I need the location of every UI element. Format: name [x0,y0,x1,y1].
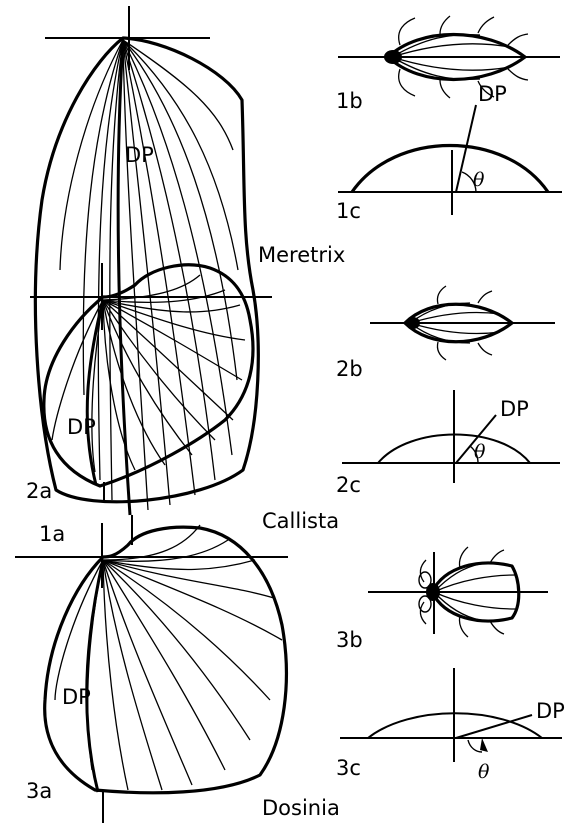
theta-label-1c: θ [473,169,485,191]
panel-label-3c: 3c [336,756,361,780]
callista-group: DP 2a 2b [26,263,560,533]
angle-marker-3c [480,738,488,752]
theta-label-3c: θ [478,761,490,783]
panel-label-2a: 2a [26,479,52,503]
ribs-2a [52,275,245,472]
dp-label-3a: DP [62,685,91,709]
panel-label-1b: 1b [336,89,363,113]
shell-3c: DP θ 3c [336,668,565,783]
shell-outline-2a [44,265,253,486]
lunule-3b-lower [419,596,431,612]
panel-label-1c: 1c [336,199,361,223]
shell-outline-3a [45,527,287,793]
panel-label-3b: 3b [336,628,363,652]
shell-2a: DP 2a [26,263,272,503]
shell-1c: DP θ 1c [336,82,562,223]
meretrix-group: DP 1a 1b [35,6,562,546]
ribs-2b [410,286,512,360]
species-name-meretrix: Meretrix [258,243,345,267]
umbo-2b [406,317,420,329]
dp-label-2c: DP [500,397,529,421]
dosinia-group: DP 3a 3b [15,523,565,823]
panel-label-1a: 1a [39,522,65,546]
theta-label-2c: θ [474,441,486,463]
angle-arc-3c [468,740,482,752]
dp-label-3c: DP [536,699,565,723]
dp-label-1a: DP [125,143,154,167]
dp-label-2a: DP [67,415,96,439]
ribs-1b [392,16,528,98]
profile-arc-1c [352,146,548,193]
shell-2c: DP θ 2c [336,390,560,497]
shell-3b: 3b [336,547,548,652]
species-name-callista: Callista [262,509,339,533]
shell-1b: 1b [336,16,560,113]
shell-2b: 2b [336,286,555,381]
umbo-1b [384,50,402,64]
dp-label-1c: DP [478,82,507,106]
panel-label-3a: 3a [26,779,52,803]
dp-rib-3a [87,560,103,792]
panel-label-2b: 2b [336,357,363,381]
species-name-dosinia: Dosinia [262,796,340,820]
shell-3a: DP 3a [15,523,288,823]
panel-label-2c: 2c [336,473,361,497]
umbo-3b [426,583,440,601]
lunule-3b-upper [419,572,431,588]
